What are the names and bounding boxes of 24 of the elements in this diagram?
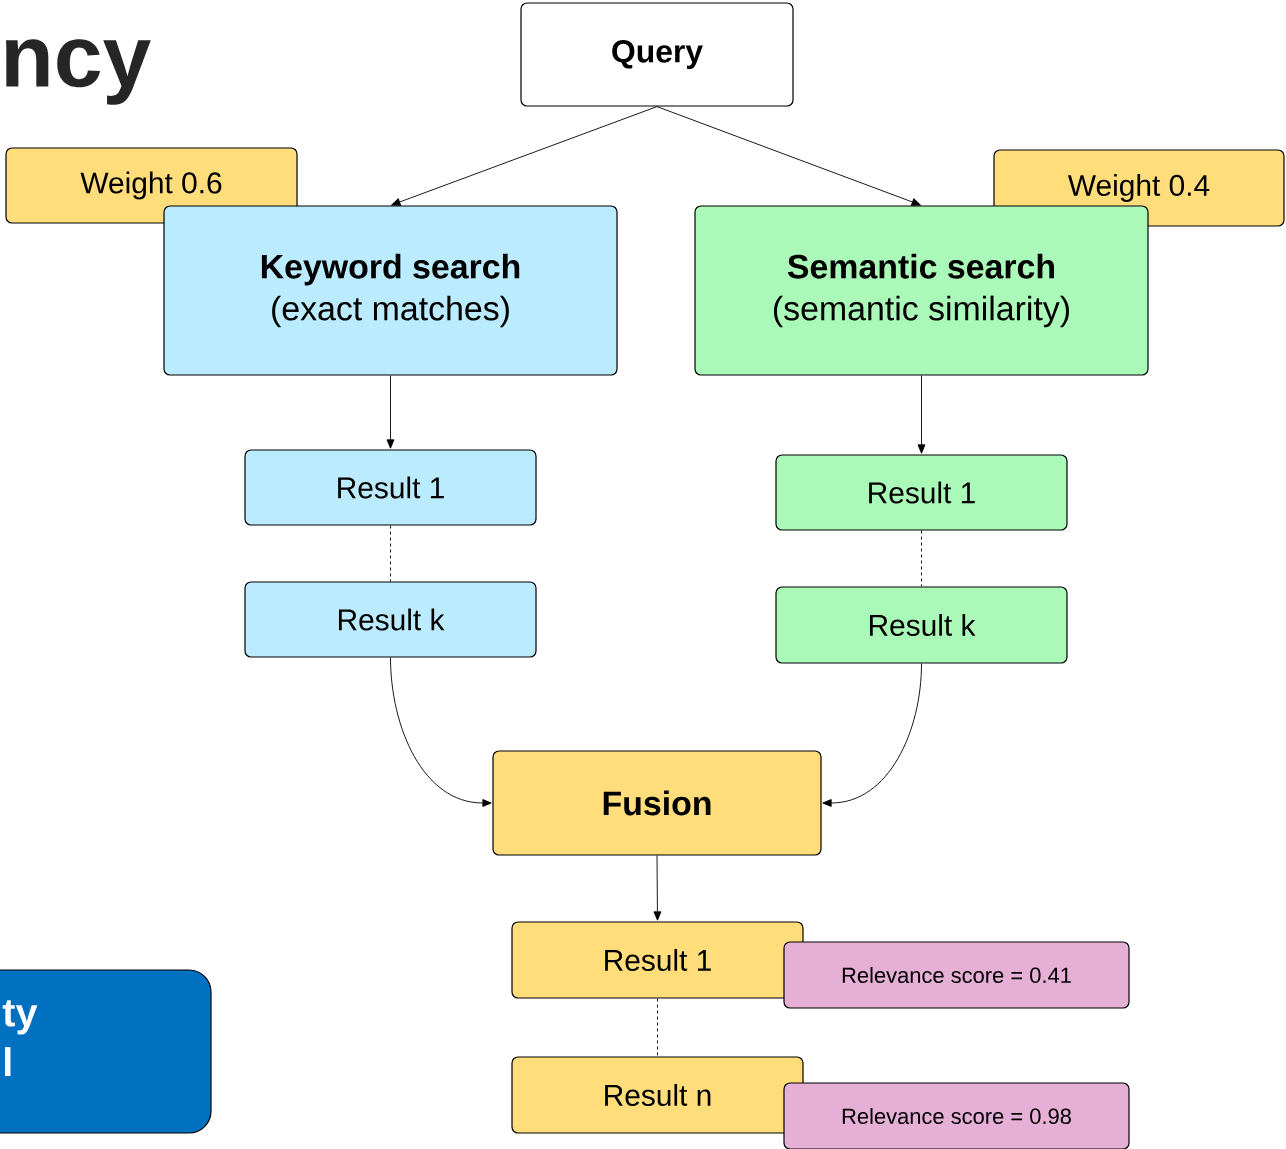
panel: ty l xyxy=(0,969,212,1134)
connector-line xyxy=(390,525,391,582)
arrow xyxy=(386,375,395,449)
result-box: Result 1 xyxy=(244,449,537,526)
arrow xyxy=(656,106,921,206)
title-fragment: ncy xyxy=(6,39,151,105)
result-box: Result 1 xyxy=(511,921,804,999)
arrow xyxy=(390,657,492,807)
connector-line xyxy=(657,998,658,1057)
arrow xyxy=(653,855,662,921)
result-box: Result k xyxy=(244,581,537,658)
result-box: Result k xyxy=(775,586,1068,664)
arrow xyxy=(917,375,926,454)
query-box: Query xyxy=(520,2,794,107)
search-box: Keyword search (exact matches) xyxy=(163,205,618,376)
score-tag: Relevance score = 0.98 xyxy=(783,1082,1130,1149)
fusion-box: Fusion xyxy=(492,750,822,856)
result-box: Result 1 xyxy=(775,454,1068,531)
arrow xyxy=(391,106,658,206)
arrow xyxy=(822,663,922,807)
connector-line xyxy=(921,530,922,587)
score-tag: Relevance score = 0.41 xyxy=(783,941,1130,1009)
result-box: Result n xyxy=(511,1056,804,1134)
search-box: Semantic search (semantic similarity) xyxy=(694,205,1149,376)
